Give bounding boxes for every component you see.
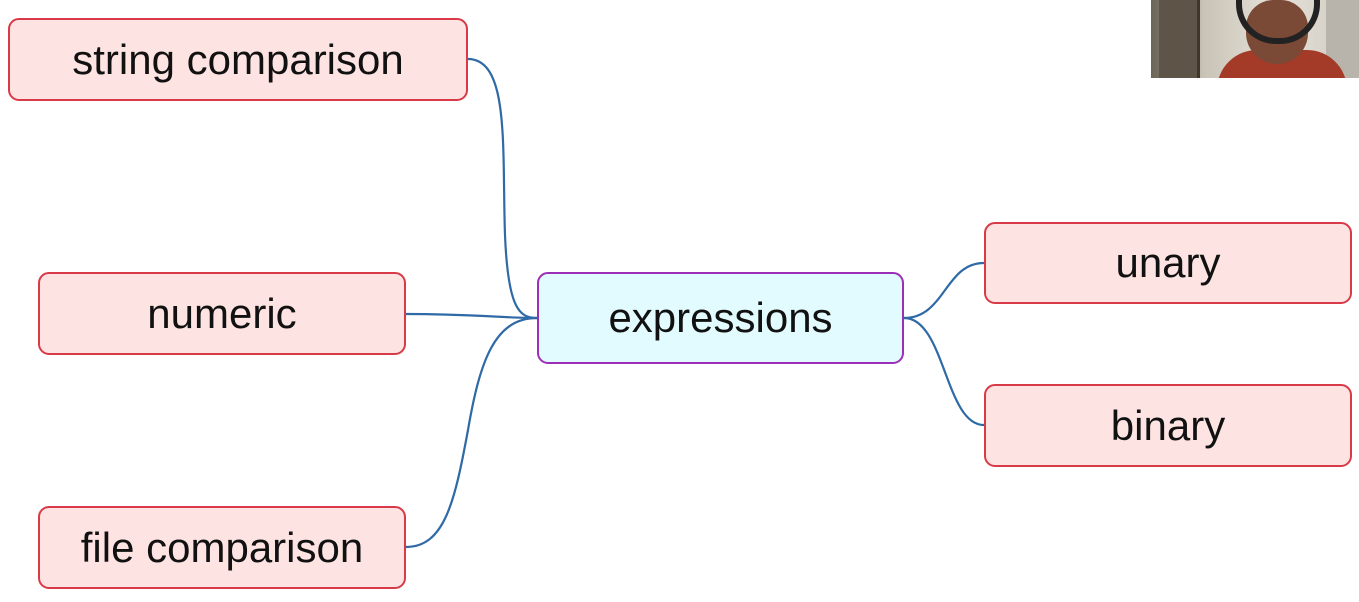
webcam-video-overlay <box>1151 0 1359 78</box>
node-string-comparison: string comparison <box>8 18 468 101</box>
connector-binary <box>903 316 985 427</box>
node-unary: unary <box>984 222 1352 304</box>
connector-file-comparison <box>405 316 538 549</box>
connector-string-comparison <box>467 57 538 320</box>
node-binary: binary <box>984 384 1352 467</box>
connector-numeric <box>405 312 538 320</box>
webcam-door <box>1159 0 1200 78</box>
node-numeric: numeric <box>38 272 406 355</box>
connector-unary <box>903 261 985 320</box>
node-expressions: expressions <box>537 272 904 364</box>
node-file-comparison: file comparison <box>38 506 406 589</box>
